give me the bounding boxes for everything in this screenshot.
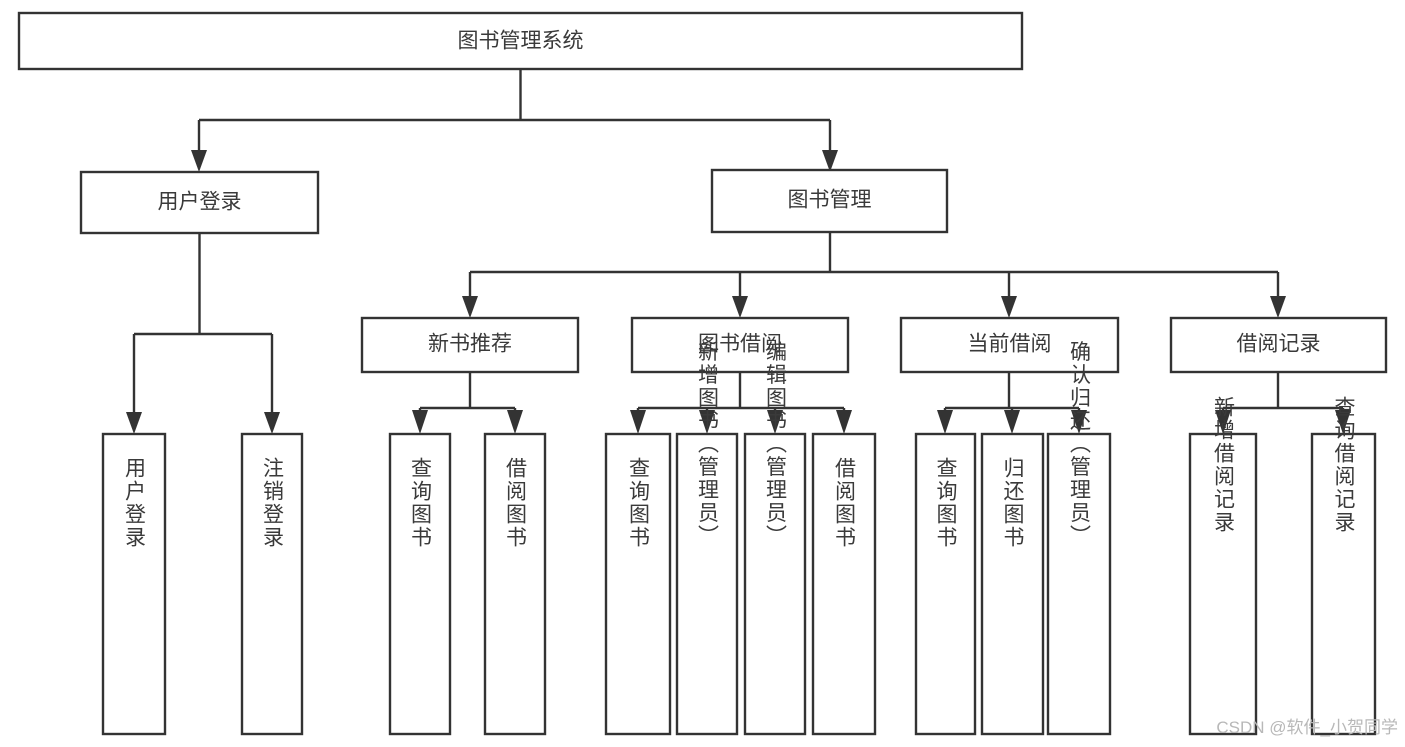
node-leaf-query-book-current-box[interactable] [914, 432, 977, 736]
node-borrow-record-label: 借阅记录 [1237, 333, 1321, 356]
node-borrow-record[interactable]: 借阅记录 [1169, 316, 1388, 374]
node-leaf-query-borrow-record-box[interactable] [1310, 432, 1377, 736]
node-leaf-query-book-recommend-label: 查询图书 [409, 457, 433, 549]
node-current-borrow[interactable]: 当前借阅 [899, 316, 1120, 374]
arrow-head-leaf-user-login [126, 412, 142, 434]
node-current-borrow-box[interactable] [899, 316, 1120, 374]
node-leaf-query-book-current-label: 查询图书 [934, 457, 958, 549]
node-leaf-user-login[interactable]: 用户登录 [101, 432, 167, 736]
node-leaf-confirm-return-admin[interactable]: 确认归还（管理员） [1046, 341, 1112, 736]
node-leaf-query-book-borrow[interactable]: 查询图书 [604, 432, 672, 736]
node-leaf-borrow-book-box[interactable] [811, 432, 877, 736]
arrow-head-new-book-recommend [462, 296, 478, 318]
arrow-head-leaf-logout-login [264, 412, 280, 434]
node-current-borrow-label: 当前借阅 [968, 333, 1052, 356]
arrow-head-leaf-query-book-current [937, 410, 953, 434]
node-leaf-return-book[interactable]: 归还图书 [980, 432, 1045, 736]
node-leaf-borrow-book-recommend[interactable]: 借阅图书 [483, 432, 547, 736]
node-leaf-user-login-label: 用户登录 [123, 457, 147, 549]
node-leaf-query-book-current[interactable]: 查询图书 [914, 432, 977, 736]
arrow-head-leaf-return-book [1004, 410, 1020, 434]
arrow-head-current-borrow [1001, 296, 1017, 318]
node-user-login-box[interactable] [79, 170, 320, 235]
node-book-management-box[interactable] [710, 168, 949, 234]
node-leaf-logout-login[interactable]: 注销登录 [240, 432, 304, 736]
node-leaf-query-book-borrow-box[interactable] [604, 432, 672, 736]
arrow-head-leaf-add-book-admin [699, 410, 715, 434]
node-leaf-add-borrow-record-label: 新增借阅记录 [1212, 396, 1236, 534]
node-book-borrow-label: 图书借阅 [698, 333, 782, 356]
node-leaf-edit-book-admin-label: 编辑图书（管理员） [764, 341, 788, 548]
connector-layer [126, 69, 1351, 434]
node-leaf-confirm-return-admin-label: 确认归还（管理员） [1068, 341, 1092, 548]
node-leaf-add-book-admin-box[interactable] [675, 432, 739, 736]
node-leaf-return-book-label: 归还图书 [1001, 457, 1025, 549]
node-new-book-recommend-label: 新书推荐 [428, 333, 512, 356]
node-leaf-confirm-return-admin-box[interactable] [1046, 432, 1112, 736]
node-book-management-label: 图书管理 [788, 189, 872, 212]
node-book-management[interactable]: 图书管理 [710, 168, 949, 234]
arrow-head-leaf-borrow-book [836, 410, 852, 434]
node-leaf-borrow-book[interactable]: 借阅图书 [811, 432, 877, 736]
node-leaf-return-book-box[interactable] [980, 432, 1045, 736]
csdn-watermark: CSDN @软件_小贺同学 [1216, 718, 1398, 737]
node-leaf-logout-login-box[interactable] [240, 432, 304, 736]
node-leaf-query-book-recommend-box[interactable] [388, 432, 452, 736]
node-leaf-query-book-borrow-label: 查询图书 [627, 457, 651, 549]
node-leaf-borrow-book-recommend-box[interactable] [483, 432, 547, 736]
node-leaf-edit-book-admin-box[interactable] [743, 432, 807, 736]
arrow-head-leaf-query-book-borrow [630, 410, 646, 434]
node-leaf-user-login-box[interactable] [101, 432, 167, 736]
node-borrow-record-box[interactable] [1169, 316, 1388, 374]
node-leaf-edit-book-admin[interactable]: 编辑图书（管理员） [743, 341, 807, 736]
node-leaf-logout-login-label: 注销登录 [261, 457, 285, 549]
node-book-borrow-box[interactable] [630, 316, 850, 374]
node-user-login[interactable]: 用户登录 [79, 170, 320, 235]
node-leaf-add-borrow-record-box[interactable] [1188, 432, 1258, 736]
arrow-head-book-management [822, 150, 838, 172]
node-user-login-label: 用户登录 [158, 191, 242, 214]
arrow-head-leaf-query-book-recommend [412, 410, 428, 434]
node-leaf-add-borrow-record[interactable]: 新增借阅记录 [1188, 396, 1258, 736]
arrow-head-book-borrow [732, 296, 748, 318]
arrow-head-leaf-confirm-return-admin [1071, 410, 1087, 434]
arrow-head-user-login [191, 150, 207, 172]
node-leaf-add-book-admin[interactable]: 新增图书（管理员） [675, 341, 739, 736]
node-leaf-borrow-book-label: 借阅图书 [833, 457, 857, 549]
arrow-head-leaf-edit-book-admin [767, 410, 783, 434]
node-leaf-add-book-admin-label: 新增图书（管理员） [696, 341, 720, 548]
node-leaf-query-borrow-record-label: 查询借阅记录 [1332, 396, 1356, 534]
node-new-book-recommend[interactable]: 新书推荐 [360, 316, 580, 374]
node-new-book-recommend-box[interactable] [360, 316, 580, 374]
arrow-head-borrow-record [1270, 296, 1286, 318]
node-book-borrow[interactable]: 图书借阅 [630, 316, 850, 374]
node-root-label: 图书管理系统 [458, 30, 584, 53]
node-root-box[interactable] [17, 11, 1024, 71]
node-root[interactable]: 图书管理系统 [17, 11, 1024, 71]
node-leaf-query-book-recommend[interactable]: 查询图书 [388, 432, 452, 736]
node-leaf-query-borrow-record[interactable]: 查询借阅记录 [1310, 396, 1377, 736]
arrow-head-leaf-query-borrow-record [1335, 410, 1351, 434]
arrow-head-leaf-borrow-book-recommend [507, 410, 523, 434]
node-leaf-borrow-book-recommend-label: 借阅图书 [504, 457, 528, 549]
arrow-head-leaf-add-borrow-record [1215, 410, 1231, 434]
